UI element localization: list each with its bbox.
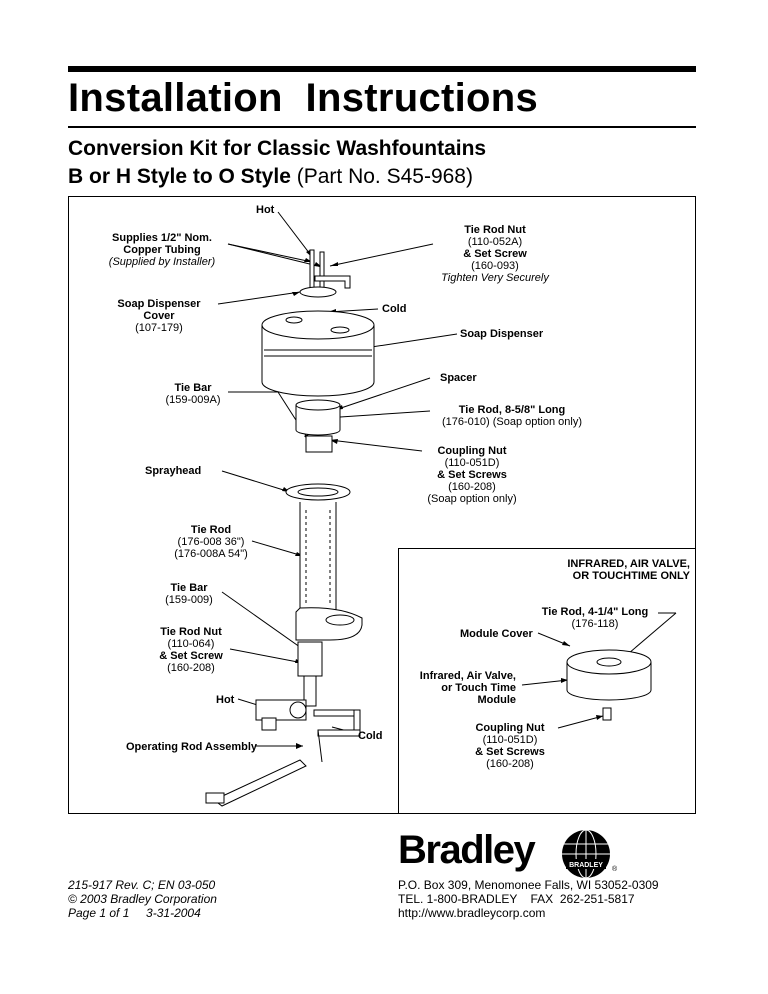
subtitle-style: B or H Style to O Style [68, 165, 291, 188]
label-tie-rod-long: Tie Rod (176-008 36") (176-008A 54") [174, 524, 248, 560]
label-tie-rod-nut-top: Tie Rod Nut (110-052A) & Set Screw (160-… [441, 224, 549, 284]
subtitle-part-number: (Part No. S45-968) [290, 165, 473, 188]
label-hot-bottom: Hot [216, 694, 235, 706]
label-supplies: Supplies 1/2" Nom. Copper Tubing (Suppli… [108, 232, 216, 268]
label-cold-top: Cold [382, 303, 407, 315]
label-sprayhead: Sprayhead [145, 465, 202, 477]
title-rule [68, 126, 696, 128]
label-soap-dispenser: Soap Dispenser [460, 328, 544, 340]
page-title: Installation Instructions [68, 76, 539, 120]
website-link[interactable]: http://www.bradleycorp.com [398, 906, 546, 920]
diagram-frame [68, 196, 696, 814]
label-tie-rod-8-5-8: Tie Rod, 8-5/8" Long (176-010) (Soap opt… [441, 404, 583, 428]
subtitle-line1: Conversion Kit for Classic Washfountains [68, 137, 487, 160]
label-coupling-nut-top: Coupling Nut (110-051D) & Set Screws (16… [427, 445, 517, 505]
top-rule [68, 66, 696, 72]
subtitle-line2: B or H Style to O Style (Part No. S45-96… [68, 165, 473, 189]
label-tie-bar-bottom: Tie Bar (159-009) [165, 582, 213, 606]
footer-contact-info: P.O. Box 309, Menomonee Falls, WI 53052-… [398, 878, 659, 920]
label-operating-rod-assembly: Operating Rod Assembly [126, 741, 258, 753]
inset-panel [398, 548, 696, 814]
footer-document-info: 215-917 Rev. C; EN 03-050 © 2003 Bradley… [68, 878, 217, 920]
registered-mark: ® [612, 866, 618, 873]
logo-badge-text: BRADLEY [569, 862, 603, 869]
label-tie-rod-nut-bottom: Tie Rod Nut (110-064) & Set Screw (160-2… [159, 626, 223, 674]
label-cold-bottom: Cold [358, 730, 383, 742]
inset-title: INFRARED, AIR VALVE, OR TOUCHTIME ONLY [567, 558, 690, 582]
bradley-logo: Bradley [398, 828, 536, 872]
label-module: Infrared, Air Valve, or Touch Time Modul… [419, 670, 516, 706]
label-soap-dispenser-cover: Soap Dispenser Cover (107-179) [117, 298, 201, 334]
label-coupling-nut-bottom: Coupling Nut (110-051D) & Set Screws (16… [475, 722, 545, 770]
label-hot-top: Hot [256, 204, 275, 216]
label-module-cover: Module Cover [460, 628, 533, 640]
label-spacer: Spacer [440, 372, 477, 384]
bradley-globe-icon: BRADLEY [562, 829, 610, 879]
label-tie-rod-4-1-4: Tie Rod, 4-1/4" Long (176-118) [541, 606, 649, 630]
label-tie-bar-top: Tie Bar (159-009A) [165, 382, 221, 406]
